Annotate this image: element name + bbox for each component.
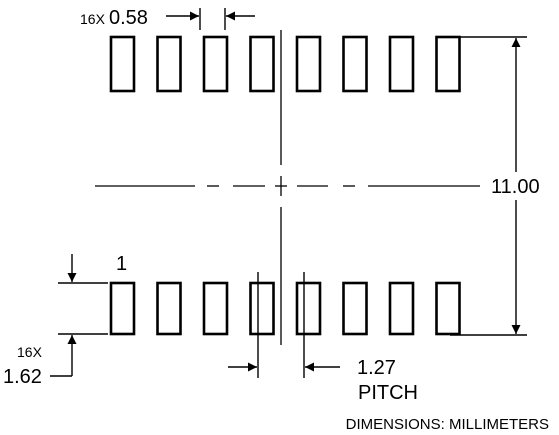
pin1-label: 1: [116, 253, 127, 275]
bottom-pad-8: [435, 281, 461, 336]
top-pad-5: [295, 35, 322, 93]
pitch-caption: PITCH: [358, 382, 418, 404]
top-pad-4: [249, 35, 275, 93]
pitch-value: 1.27: [357, 357, 396, 379]
bottom-pad-1: [109, 281, 136, 336]
top-pad-3: [202, 35, 229, 93]
pad-width-count: 16X: [80, 11, 106, 27]
span-dimension: 11.00: [450, 36, 540, 336]
bottom-pad-4: [249, 281, 275, 336]
pad-length-dimension: 16X 1.62: [3, 254, 108, 388]
pad-length-value: 1.62: [3, 366, 42, 388]
top-pad-7: [388, 35, 415, 93]
pad-length-count: 16X: [17, 344, 43, 360]
bottom-pad-6: [342, 281, 368, 336]
top-pad-row: [109, 35, 461, 93]
pad-width-value: 0.58: [109, 7, 148, 29]
top-pad-8: [435, 35, 461, 93]
bottom-pad-row: [109, 281, 461, 336]
span-value: 11.00: [491, 176, 540, 198]
top-pad-1: [109, 35, 136, 93]
pad-width-dimension: 16X 0.58: [80, 7, 255, 30]
bottom-pad-2: [156, 281, 182, 336]
top-pad-6: [342, 35, 368, 93]
pitch-dimension: 1.27 PITCH: [228, 272, 418, 404]
units-note: DIMENSIONS: MILLIMETERS: [346, 416, 549, 433]
top-pad-2: [156, 35, 182, 93]
bottom-pad-5: [295, 281, 322, 336]
bottom-pad-3: [202, 281, 229, 336]
bottom-pad-7: [388, 281, 415, 336]
